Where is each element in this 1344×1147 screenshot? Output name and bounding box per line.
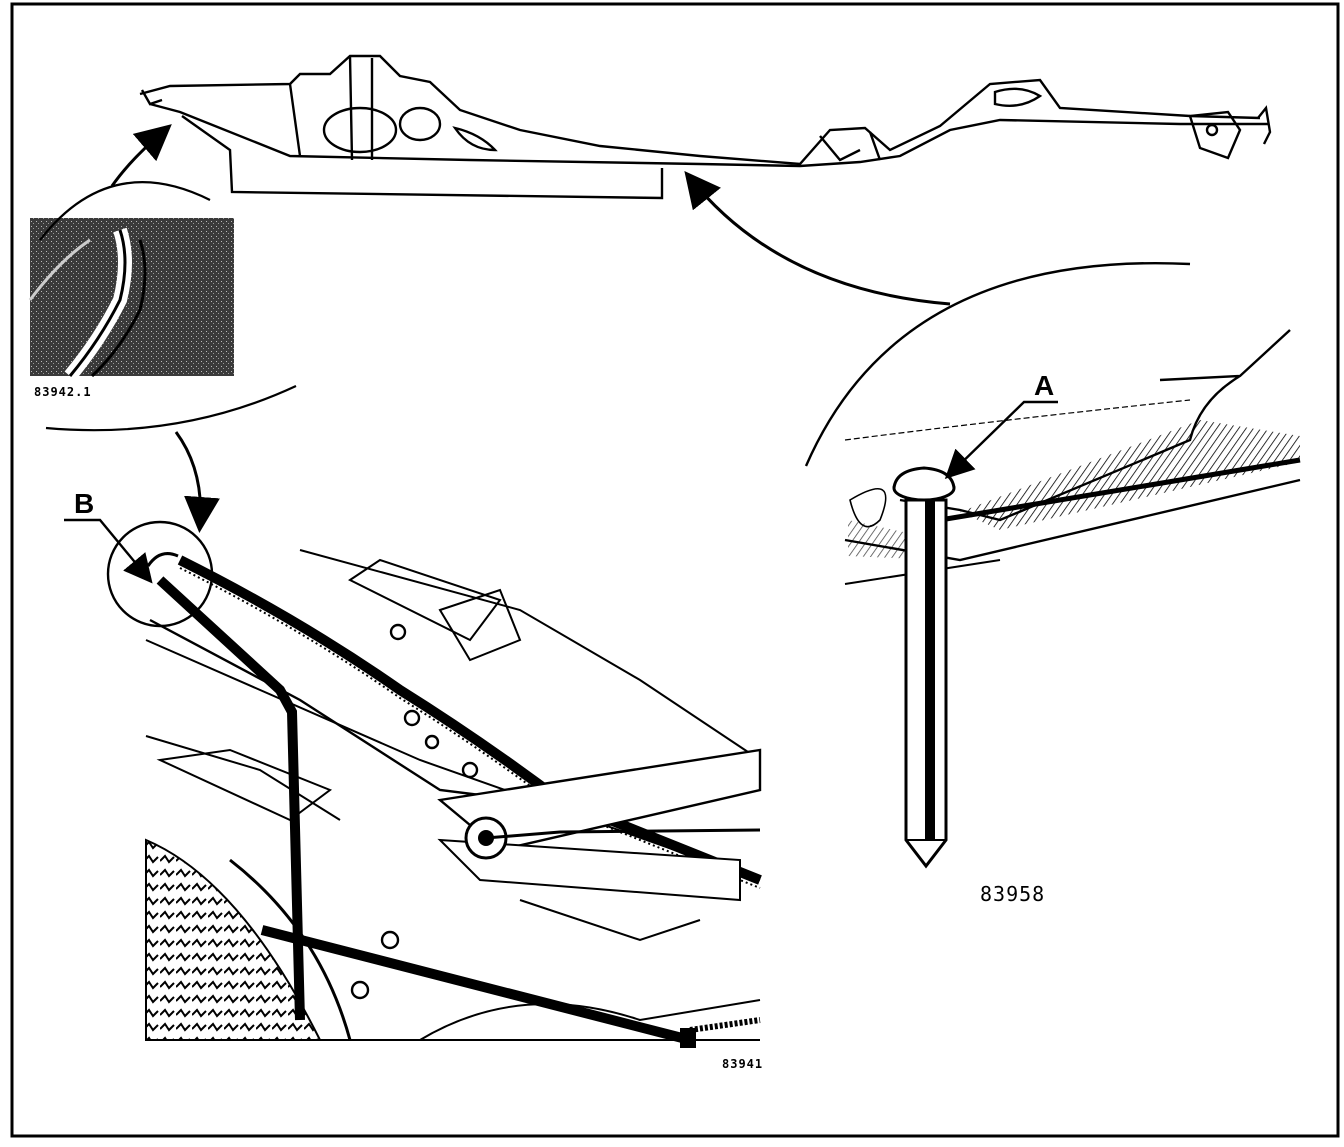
- circle-b-detail: [146, 552, 179, 567]
- detail-arc: [804, 262, 1191, 467]
- arrow-to-front-sill: [110, 124, 172, 187]
- leader-a: [944, 400, 1058, 480]
- main-view-ref: 83941: [722, 1057, 764, 1071]
- inset-photo: [28, 218, 234, 381]
- main-view-illustration: [145, 549, 762, 1048]
- inset-arc-top: [39, 181, 211, 241]
- arrow-to-rear-sill: [684, 170, 951, 306]
- inset-photo-ref: 83942.1: [34, 385, 92, 399]
- page-frame: [10, 2, 1340, 1138]
- leader-b: [64, 518, 153, 584]
- underbody-sill-profile: [139, 54, 1272, 200]
- callout-a-label: A: [1034, 370, 1055, 401]
- highlight-circle-b: [106, 520, 214, 628]
- callout-b-label: B: [74, 488, 95, 519]
- pin-detail-ref: 83958: [980, 882, 1046, 906]
- pin-tool: [892, 466, 956, 869]
- arrow-to-circle-b: [174, 431, 220, 533]
- inset-arc-bottom: [45, 385, 297, 432]
